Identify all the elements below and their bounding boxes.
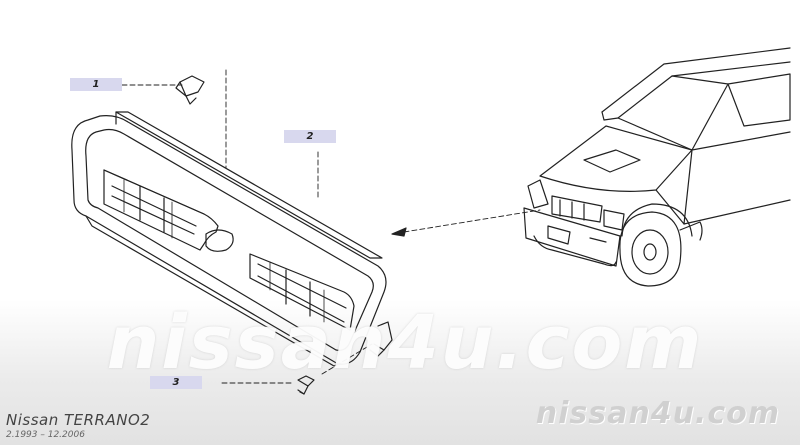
leader-lines	[121, 69, 541, 384]
bottom-gradient	[0, 300, 800, 445]
callout-2: 2	[284, 130, 336, 143]
production-date-range: 2.1993 – 12.2006	[6, 430, 85, 440]
model-name: Nissan TERRANO2	[6, 411, 151, 429]
vehicle-illustration	[523, 47, 791, 287]
arrow-head-icon	[391, 227, 407, 237]
screw-part-3	[297, 375, 315, 395]
radiator-grille	[71, 111, 393, 367]
watermark-corner: nissan4u.com	[535, 396, 780, 431]
watermark-center: nissan4u.com	[106, 300, 704, 386]
callout-1: 1	[70, 78, 122, 91]
callout-3: 3	[150, 376, 202, 389]
clip-part-1	[175, 75, 205, 105]
